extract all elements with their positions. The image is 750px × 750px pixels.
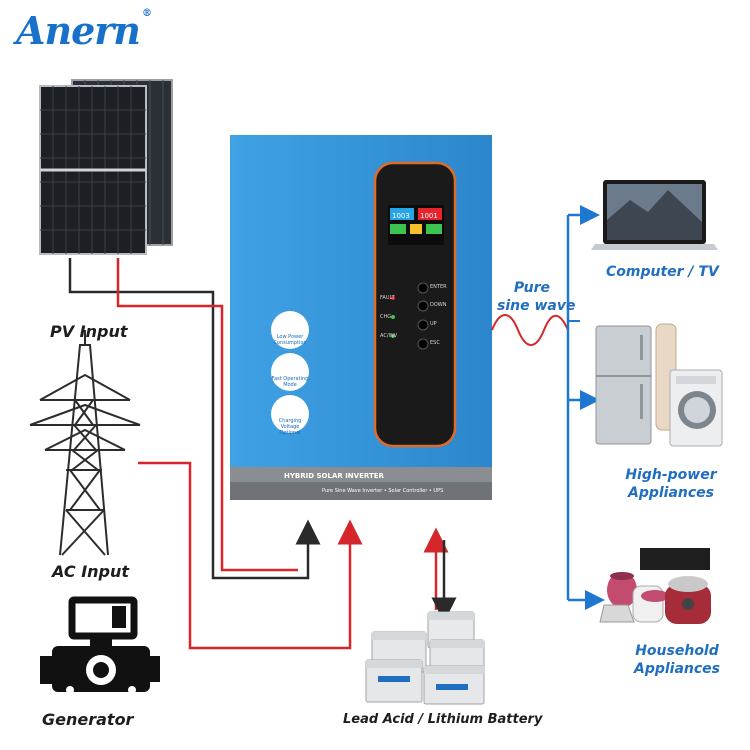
high-power-label: High-power Appliances [625,466,717,502]
pure-sine-wave-line1: Pure [513,280,551,296]
button-up-label: UP [430,321,437,327]
generator-label: Generator [42,710,134,729]
output-distribution [566,205,605,610]
household-line1: Household [635,643,719,659]
feature-charging-voltage: Charging Voltage Optional [278,418,302,436]
button-esc-label: ESC [430,340,440,346]
household-appliances [599,548,711,624]
high-power-line2: Appliances [627,485,715,501]
computer-tv-label: Computer / TV [606,264,719,280]
transmission-tower [29,330,141,556]
button-down-label: DOWN [430,302,447,308]
battery-stack [365,611,485,705]
battery-label: Lead Acid / Lithium Battery [343,712,543,727]
brand-logo-text: Anern [16,8,141,53]
generator-icon [40,596,160,694]
ac-input-label: AC Input [52,562,130,581]
button-enter-label: ENTER [430,284,447,290]
input-wires [68,258,457,650]
household-line2: Appliances [633,661,721,677]
display-right-value: 1001 [420,212,438,220]
high-power-line1: High-power [625,467,717,483]
inverter-unit [230,135,492,500]
laptop-icon [591,180,718,250]
high-power-appliances [595,323,723,447]
household-label: Household Appliances [632,642,722,678]
indicator-chg-label: CHG [380,314,392,320]
display-left-value: 1003 [392,212,410,220]
inverter-title: HYBRID SOLAR INVERTER [284,472,384,480]
inverter-subtitle: Pure Sine Wave Inverter • Solar Controll… [322,488,444,494]
feature-fast-operating: Fast Operating Mode [271,376,309,388]
indicator-acinv-label: AC/INV [380,333,398,339]
brand-logo: Anern® [16,8,152,53]
feature-low-power: Low Power Consumption [273,334,307,346]
pure-sine-wave-label: Pure sine wave [497,279,576,315]
solar-panels [39,79,173,255]
brand-registered-mark: ® [141,8,152,19]
sine-wave-output [491,314,580,346]
indicator-fault-label: FAULT [380,295,395,301]
pv-input-label: PV Input [50,322,128,341]
pure-sine-wave-line2: sine wave [497,298,576,314]
